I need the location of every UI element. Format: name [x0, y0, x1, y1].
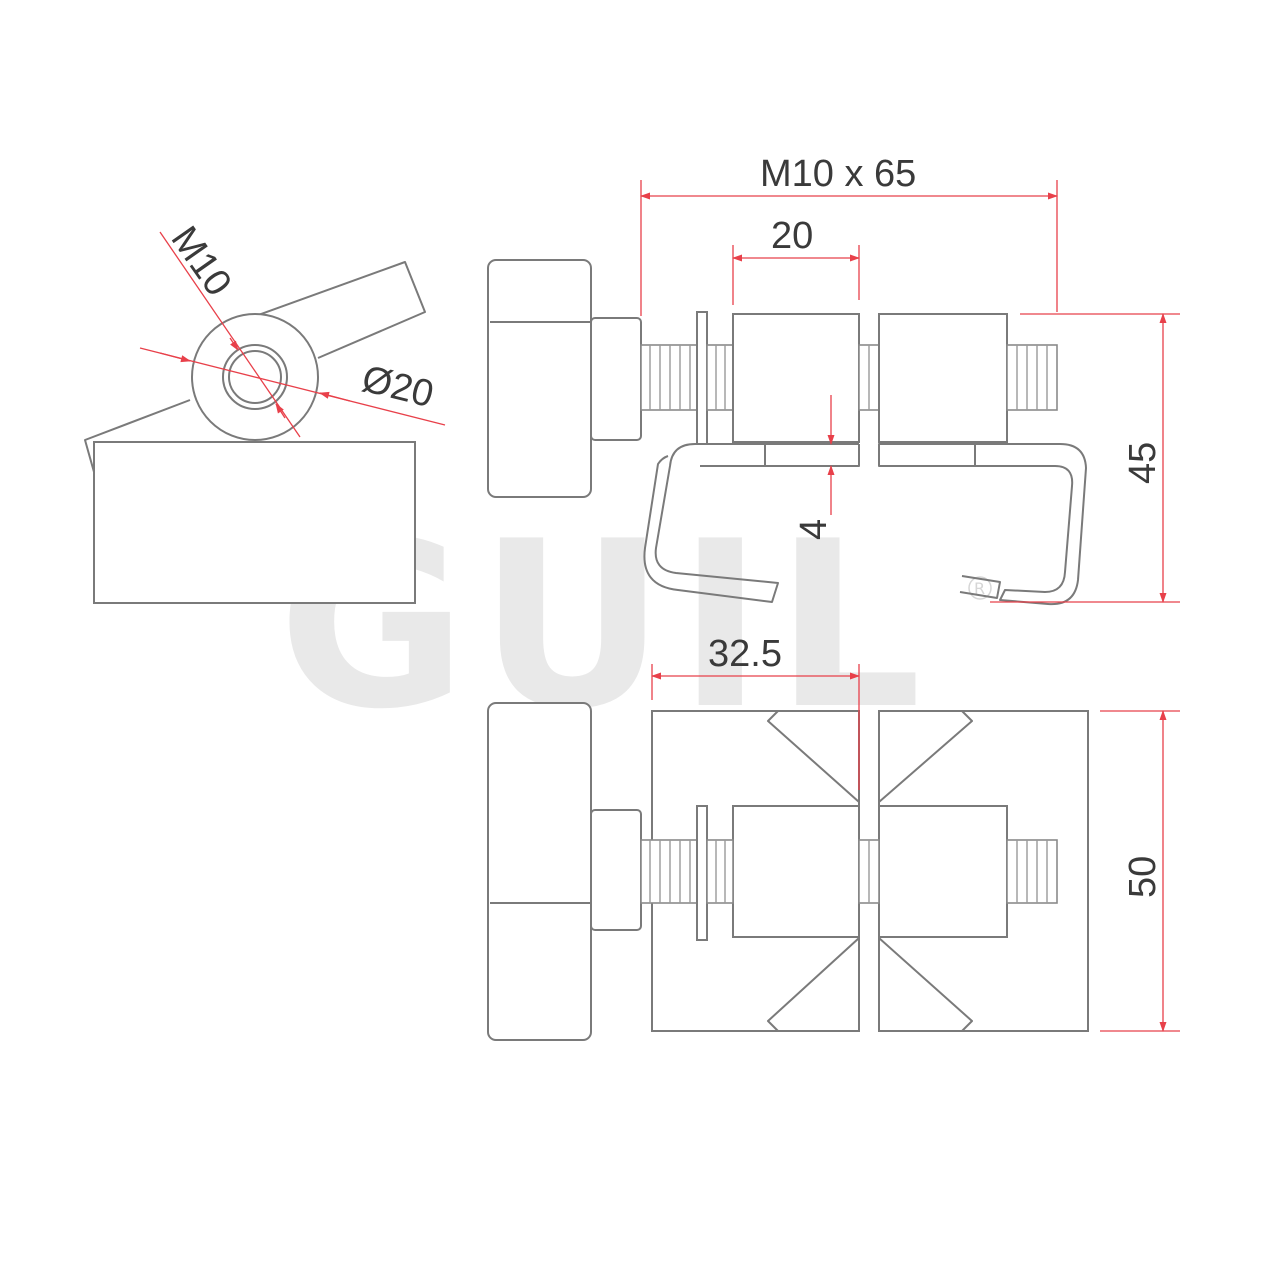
offset-label: 32.5 [708, 633, 782, 675]
m10-arrow-top [229, 337, 239, 351]
jaw-right-lower [878, 937, 1088, 1032]
dim-bolt-length: M10 x 65 [640, 153, 1058, 316]
thread-mid [706, 344, 734, 411]
o20-label: Ø20 [358, 358, 438, 416]
registered-mark: R [974, 579, 985, 598]
block-left [732, 313, 860, 443]
dim-offset: 32.5 [651, 633, 860, 790]
jaw-right-upper [878, 710, 1088, 803]
thread-top-left-lines [649, 840, 691, 903]
m10-leader [159, 231, 301, 438]
lever-arm [249, 261, 426, 359]
o20-arrow-right [319, 391, 351, 402]
top-height-label: 50 [1122, 856, 1164, 898]
hook-right-tip [959, 575, 1001, 599]
lever-lower-edge [84, 399, 191, 473]
knob [487, 259, 592, 498]
jaw-left-lower [652, 937, 860, 1032]
hook-left [643, 443, 859, 603]
block-right [878, 313, 1008, 443]
jaw-left-upper [652, 710, 860, 803]
bolt-label: M10 x 65 [760, 153, 916, 195]
thread-mid-lines [715, 345, 726, 410]
thread-right [1006, 344, 1058, 411]
washer-top [696, 805, 708, 941]
m10-label: M10 [163, 219, 240, 304]
gap-label: 4 [793, 519, 835, 540]
block-top-right [878, 805, 1008, 938]
thread-top-mid-lines [715, 840, 726, 903]
thread-top-right [1006, 839, 1058, 904]
bore-outer [222, 344, 288, 410]
thread-top-mid [706, 839, 734, 904]
thread-left-lines [649, 345, 691, 410]
thread-right-lines [1016, 345, 1048, 410]
top-view [487, 702, 1089, 1041]
beam-block [93, 441, 416, 604]
end-view [84, 261, 426, 604]
o20-arrow-left [159, 352, 191, 363]
registered-mark-circle [968, 576, 992, 600]
width-label: 20 [771, 215, 813, 257]
thread-top-right-lines [1016, 840, 1048, 903]
knob-collar [590, 317, 642, 441]
side-height-label: 45 [1122, 442, 1164, 484]
knob-top-collar [590, 809, 642, 931]
dim-gap: 4 [793, 395, 835, 540]
dim-side-height: 45 [990, 313, 1180, 603]
washer [696, 311, 708, 445]
knob-top [487, 702, 592, 1041]
block-top-left [732, 805, 860, 938]
hook-left-inner [700, 444, 860, 467]
hook-right [878, 443, 1087, 606]
bore-inner [228, 350, 282, 404]
m10-arrow-bottom [275, 403, 286, 419]
dim-block-width: 20 [732, 215, 860, 305]
side-view [487, 259, 1087, 606]
dim-top-height: 50 [1100, 710, 1180, 1032]
